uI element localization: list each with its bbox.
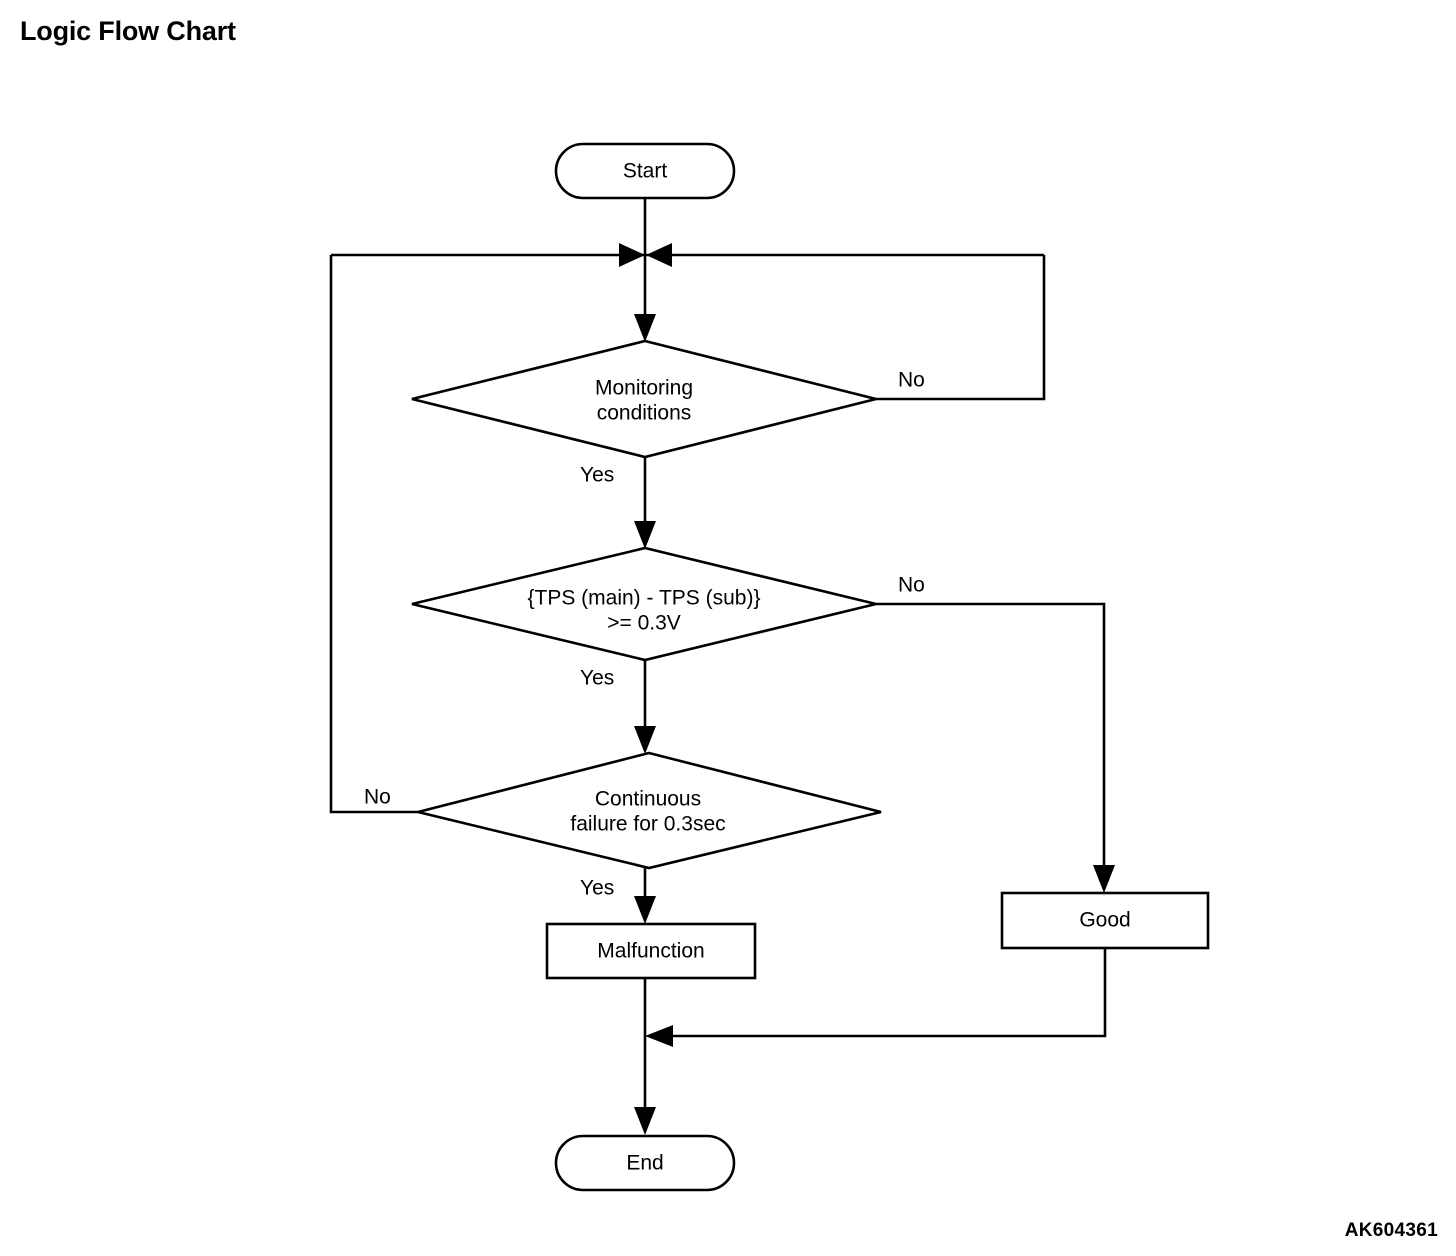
arrow-into-good: [1093, 865, 1115, 893]
continuous-failure-label-line1: Continuous: [595, 788, 701, 811]
arrow-right-loop-into-join: [646, 243, 672, 267]
arrow-into-end: [634, 1107, 656, 1135]
arrow-good-merge: [645, 1025, 673, 1047]
tps-comparison-label-line2: >= 0.3V: [607, 612, 681, 635]
malfunction-shape: [545, 922, 757, 980]
edge-label-monitoring-no: No: [898, 369, 925, 392]
node-monitoring-conditions: Monitoring conditions: [411, 339, 877, 459]
page-title: Logic Flow Chart: [20, 16, 236, 46]
arrow-into-tps: [634, 521, 656, 549]
monitoring-conditions-label-line2: conditions: [597, 402, 692, 425]
good-shape: [1000, 891, 1210, 950]
edge-label-continuous-yes: Yes: [580, 877, 614, 900]
arrow-into-malfunction: [634, 896, 656, 924]
edge-label-continuous-no: No: [364, 786, 391, 809]
edge-tps-no: [876, 602, 1106, 886]
node-tps-comparison: {TPS (main) - TPS (sub)} >= 0.3V: [411, 546, 877, 662]
arrow-into-continuous: [634, 726, 656, 754]
end-shape: [554, 1134, 736, 1192]
start-label: Start: [623, 160, 668, 183]
node-end: End: [554, 1134, 736, 1192]
figure-code: AK604361: [1344, 1220, 1438, 1241]
monitoring-conditions-label-line1: Monitoring: [595, 377, 693, 400]
edge-monitoring-no: [876, 255, 1046, 401]
arrow-left-loop-into-join: [619, 243, 645, 267]
node-malfunction: Malfunction: [545, 922, 757, 980]
tps-comparison-label-line1: {TPS (main) - TPS (sub)}: [527, 587, 760, 610]
edge-good-to-end: [652, 948, 1107, 1038]
end-label: End: [626, 1152, 663, 1175]
node-continuous-failure: Continuous failure for 0.3sec: [417, 751, 882, 870]
malfunction-label: Malfunction: [597, 940, 704, 963]
edge-label-tps-yes: Yes: [580, 667, 614, 690]
edge-continuous-no: [329, 255, 418, 814]
edge-label-tps-no: No: [898, 574, 925, 597]
edge-label-monitoring-yes: Yes: [580, 464, 614, 487]
node-start: Start: [554, 142, 736, 200]
arrow-into-monitoring: [634, 314, 656, 342]
continuous-failure-shape: [417, 751, 882, 870]
node-good: Good: [1000, 891, 1210, 950]
continuous-failure-label-line2: failure for 0.3sec: [570, 813, 725, 836]
good-label: Good: [1079, 909, 1130, 932]
